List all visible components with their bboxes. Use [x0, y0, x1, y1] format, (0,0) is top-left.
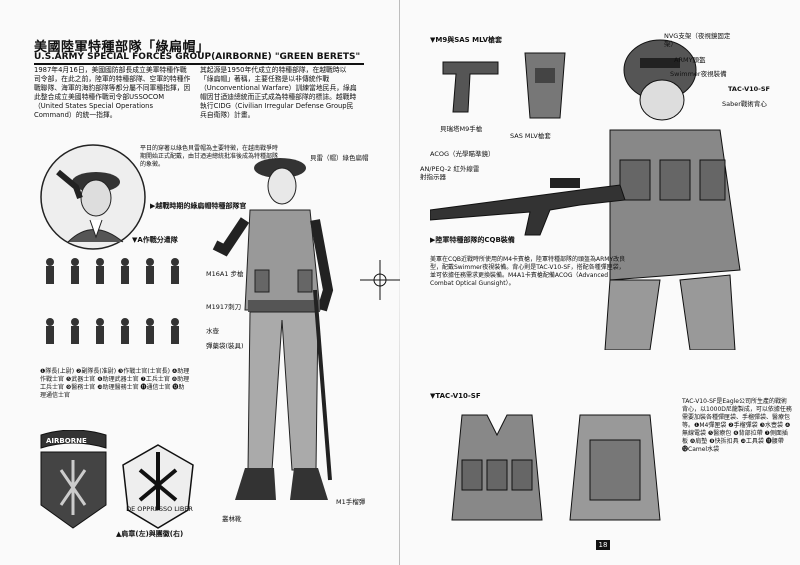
peq-label: AN/PEQ-2 紅外線雷射指示器 [420, 165, 480, 181]
insignia-caption: ▲肩章(左)與團徽(右) [116, 530, 184, 538]
body-column-1: 1987年4月16日，美國國防部長成立美軍特種作戰司令部，在此之前，陸軍的特種部… [34, 66, 191, 119]
crest-motto: DE OPPRESSO LIBER [126, 505, 193, 513]
team-header: ▼A作戰分遣隊 [132, 236, 178, 244]
comm-label: Saber戰術背心 [722, 100, 767, 108]
airborne-patch [40, 430, 107, 529]
portrait-illustration [40, 144, 146, 250]
cqb-text: 美軍在CQB近戰時所使用的M4卡賓槍，陸軍特種部隊的頭盔為ARMY改良型，配戴S… [430, 256, 626, 287]
crop-mark [360, 260, 400, 300]
label-beret: 貝雷（帽）綠色扁帽 [310, 154, 369, 162]
vest-label: TAC-V10-SF [728, 85, 770, 93]
label-boots: 叢林靴 [222, 515, 242, 523]
portrait-label: ▶越戰時期的綠扁帽特種部隊官 [150, 202, 247, 210]
nvg-label: NVG支架（夜視鏡固定架） [664, 32, 731, 48]
operator-illustration [604, 39, 741, 350]
tacv-text: TAC-V10-SF是Eagle公司所生產的戰術背心，以1000D尼龍製成，可以… [682, 398, 792, 453]
helmet-label: ARMY頭盔 [674, 56, 706, 64]
label-knife: M1917刺刀 [206, 303, 242, 311]
vest-back-illustration [569, 414, 661, 521]
acog-label: ACOG（光學瞄準鏡） [430, 150, 495, 158]
right-page: ▼M9與SAS MLV槍套 貝瑞塔M9手槍 SAS MLV槍套 NVG支架（夜視… [400, 0, 800, 565]
holster-illustration [524, 52, 566, 119]
body-column-2: 其起源是1950年代成立的特種部隊，在越戰時以「綠扁帽」著稱，主要任務是以非傳統… [200, 66, 357, 119]
label-rifle: M16A1 步槍 [206, 270, 244, 278]
left-page: 美國陸軍特種部隊「綠扁帽」 U.S.ARMY SPECIAL FORCES GR… [34, 40, 369, 538]
swimmer-label: Swimmer夜視裝備 [670, 70, 727, 78]
holster-label: SAS MLV槍套 [510, 132, 551, 140]
pistol-illustration [442, 61, 499, 113]
team-figures [46, 258, 179, 344]
portrait-caption: 平日的穿著以綠色貝雷帽為主要特徵，在越南戰爭時期開始正式配戴，由甘迺迪總統批准後… [140, 145, 279, 168]
vest-front-illustration [451, 414, 543, 521]
page-subtitle: U.S.ARMY SPECIAL FORCES GROUP(AIRBORNE) … [34, 52, 364, 65]
airborne-text: AIRBORNE [46, 437, 87, 445]
soldier-illustration [212, 158, 334, 500]
tacv-header: ▼TAC-V10-SF [430, 392, 481, 400]
page-number: 18 [596, 540, 610, 550]
pistol-label: 貝瑞塔M9手槍 [440, 125, 483, 133]
label-grenade: M1手榴彈 [336, 498, 366, 506]
cqb-header: ▶陸軍特種部隊的CQB裝備 [430, 236, 515, 244]
team-legend: ❶隊長(上尉) ❷副隊長(准尉) ❸作戰士官(士官長) ❹助理作戰士官 ❺武器士… [40, 368, 190, 399]
holster-header: ▼M9與SAS MLV槍套 [430, 36, 503, 44]
label-bag: 彈藥袋(裝具) [206, 342, 244, 350]
label-canteen: 水壺 [206, 327, 219, 335]
unit-crest [122, 444, 194, 529]
rifle-illustration [430, 178, 626, 236]
page-title: 美國陸軍特種部隊「綠扁帽」 [34, 40, 210, 55]
